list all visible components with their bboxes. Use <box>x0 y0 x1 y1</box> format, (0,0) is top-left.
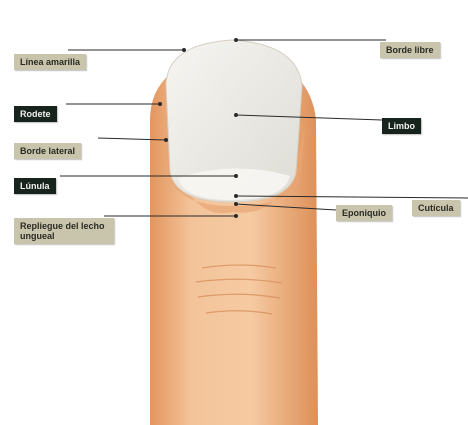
label-limbo: Limbo <box>382 118 421 134</box>
label-borde-libre: Borde libre <box>380 42 440 58</box>
label-repliegue: Repliegue del lecho ungueal <box>14 218 114 244</box>
label-linea-amarilla: Línea amarilla <box>14 54 86 70</box>
label-borde-lateral: Borde lateral <box>14 143 81 159</box>
label-cuticula: Cutícula <box>412 200 460 216</box>
label-rodete: Rodete <box>14 106 57 122</box>
label-eponiquio: Eponiquio <box>336 205 392 221</box>
label-lunula: Lúnula <box>14 178 56 194</box>
